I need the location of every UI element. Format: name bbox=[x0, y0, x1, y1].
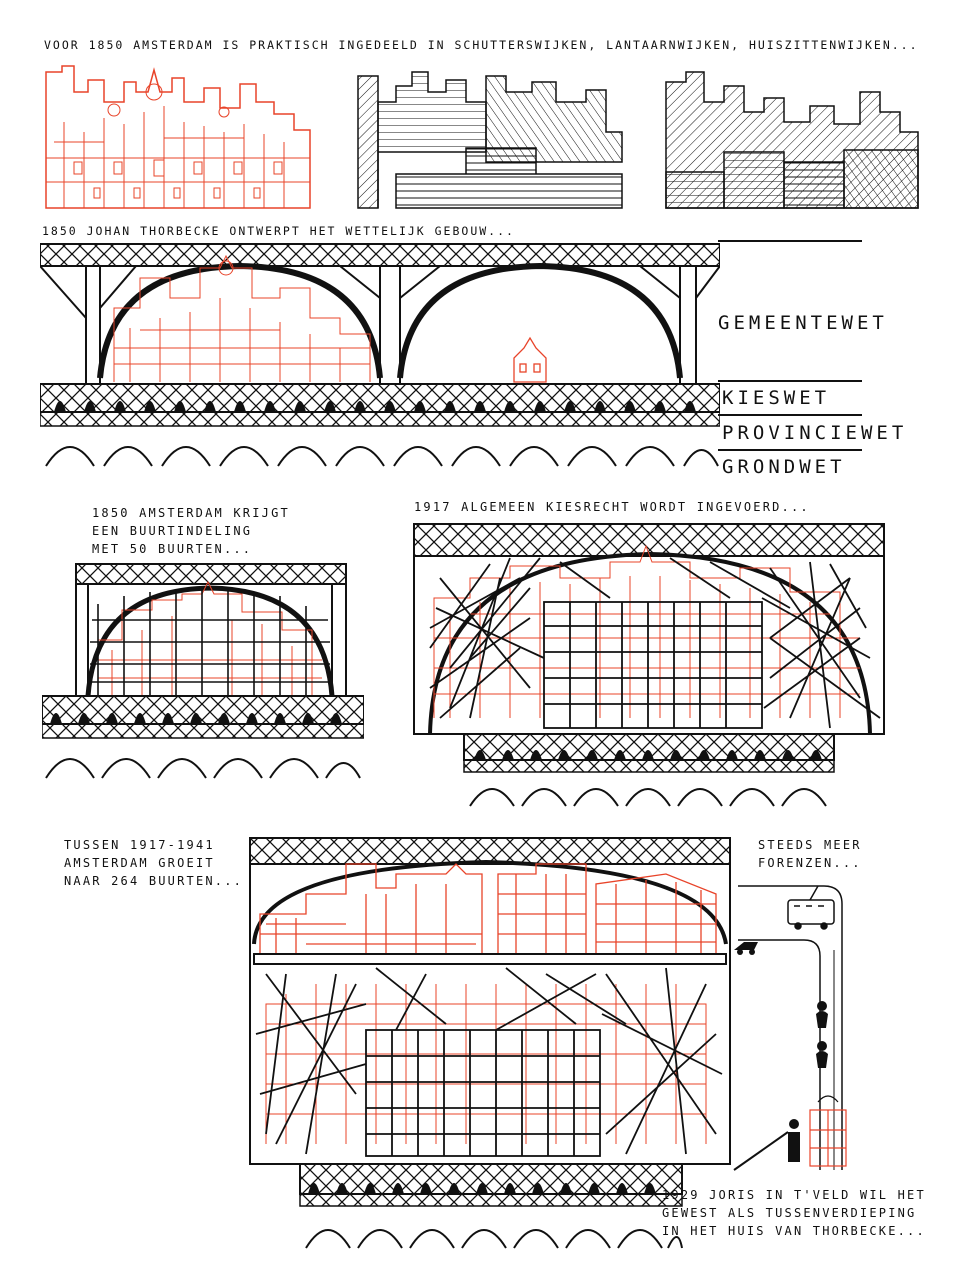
law-gemeentewet: Gemeentewet bbox=[718, 312, 888, 334]
law-grondwet: Grondwet bbox=[722, 456, 846, 478]
intro-caption: Voor 1850 Amsterdam is praktisch ingedee… bbox=[44, 38, 919, 52]
schutterswijken-sketch bbox=[357, 71, 623, 209]
kiesrecht-building bbox=[413, 523, 885, 807]
kiesrecht-caption: 1917 algemeen kiesrecht wordt ingevoerd.… bbox=[414, 500, 810, 514]
man-with-lever bbox=[788, 1119, 800, 1162]
commuters-illustration bbox=[733, 885, 847, 1171]
thorbecke-building bbox=[40, 243, 720, 467]
law-provinciewet: Provinciewet bbox=[722, 422, 908, 444]
law-divider bbox=[718, 449, 862, 451]
buurtindeling-building bbox=[42, 563, 364, 779]
tram-icon bbox=[787, 885, 835, 930]
law-kieswet: Kieswet bbox=[722, 387, 831, 409]
law-divider-top bbox=[718, 240, 862, 242]
forenzen-caption: Steeds meer forenzen... bbox=[758, 838, 862, 870]
lantaarnwijken-sketch bbox=[665, 71, 919, 209]
law-divider bbox=[718, 380, 862, 382]
thorbecke-caption: 1850 Johan Thorbecke ontwerpt het wettel… bbox=[42, 224, 515, 238]
car-icon bbox=[734, 942, 758, 955]
groei-caption: Tussen 1917-1941 Amsterdam groeit naar 2… bbox=[64, 838, 244, 888]
tussenverdieping-building bbox=[249, 837, 731, 1249]
law-divider bbox=[718, 414, 862, 416]
joris-caption: 1929 Joris in t'Veld wil het gewest als … bbox=[662, 1188, 926, 1238]
buurtindeling-caption: 1850 Amsterdam krijgt een buurtindeling … bbox=[92, 506, 290, 556]
city-sketch-red bbox=[45, 65, 311, 209]
